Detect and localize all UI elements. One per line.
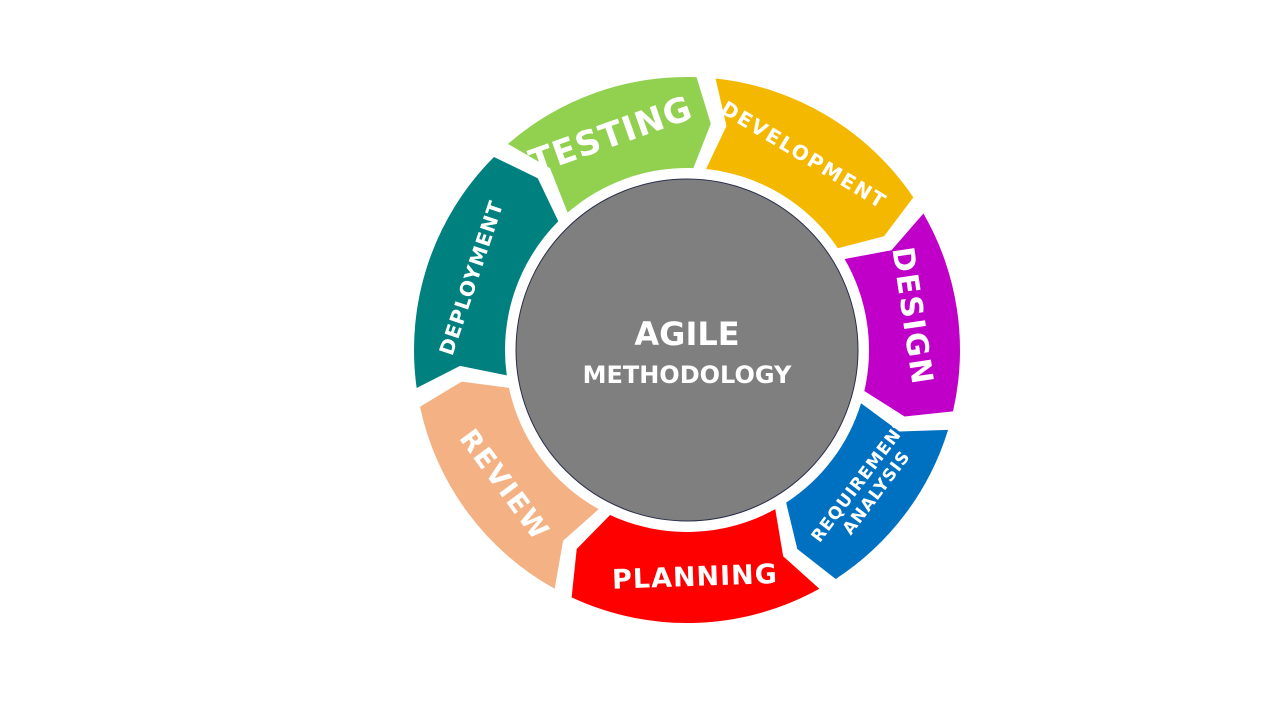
hub-circle: [515, 178, 859, 522]
segment-development: [706, 78, 914, 249]
stage-segments: [414, 77, 960, 623]
segment-deployment: [414, 156, 559, 388]
stage-label-planning: PLANNING: [612, 559, 779, 596]
segment-requirement-analysis: [786, 403, 949, 579]
hub-subtitle: METHODOLOGY: [583, 361, 792, 389]
hub-title: AGILE: [634, 315, 739, 353]
segment-testing: [507, 77, 711, 213]
segment-review: [419, 381, 599, 589]
segment-design: [844, 213, 960, 417]
segment-planning: [571, 509, 820, 623]
